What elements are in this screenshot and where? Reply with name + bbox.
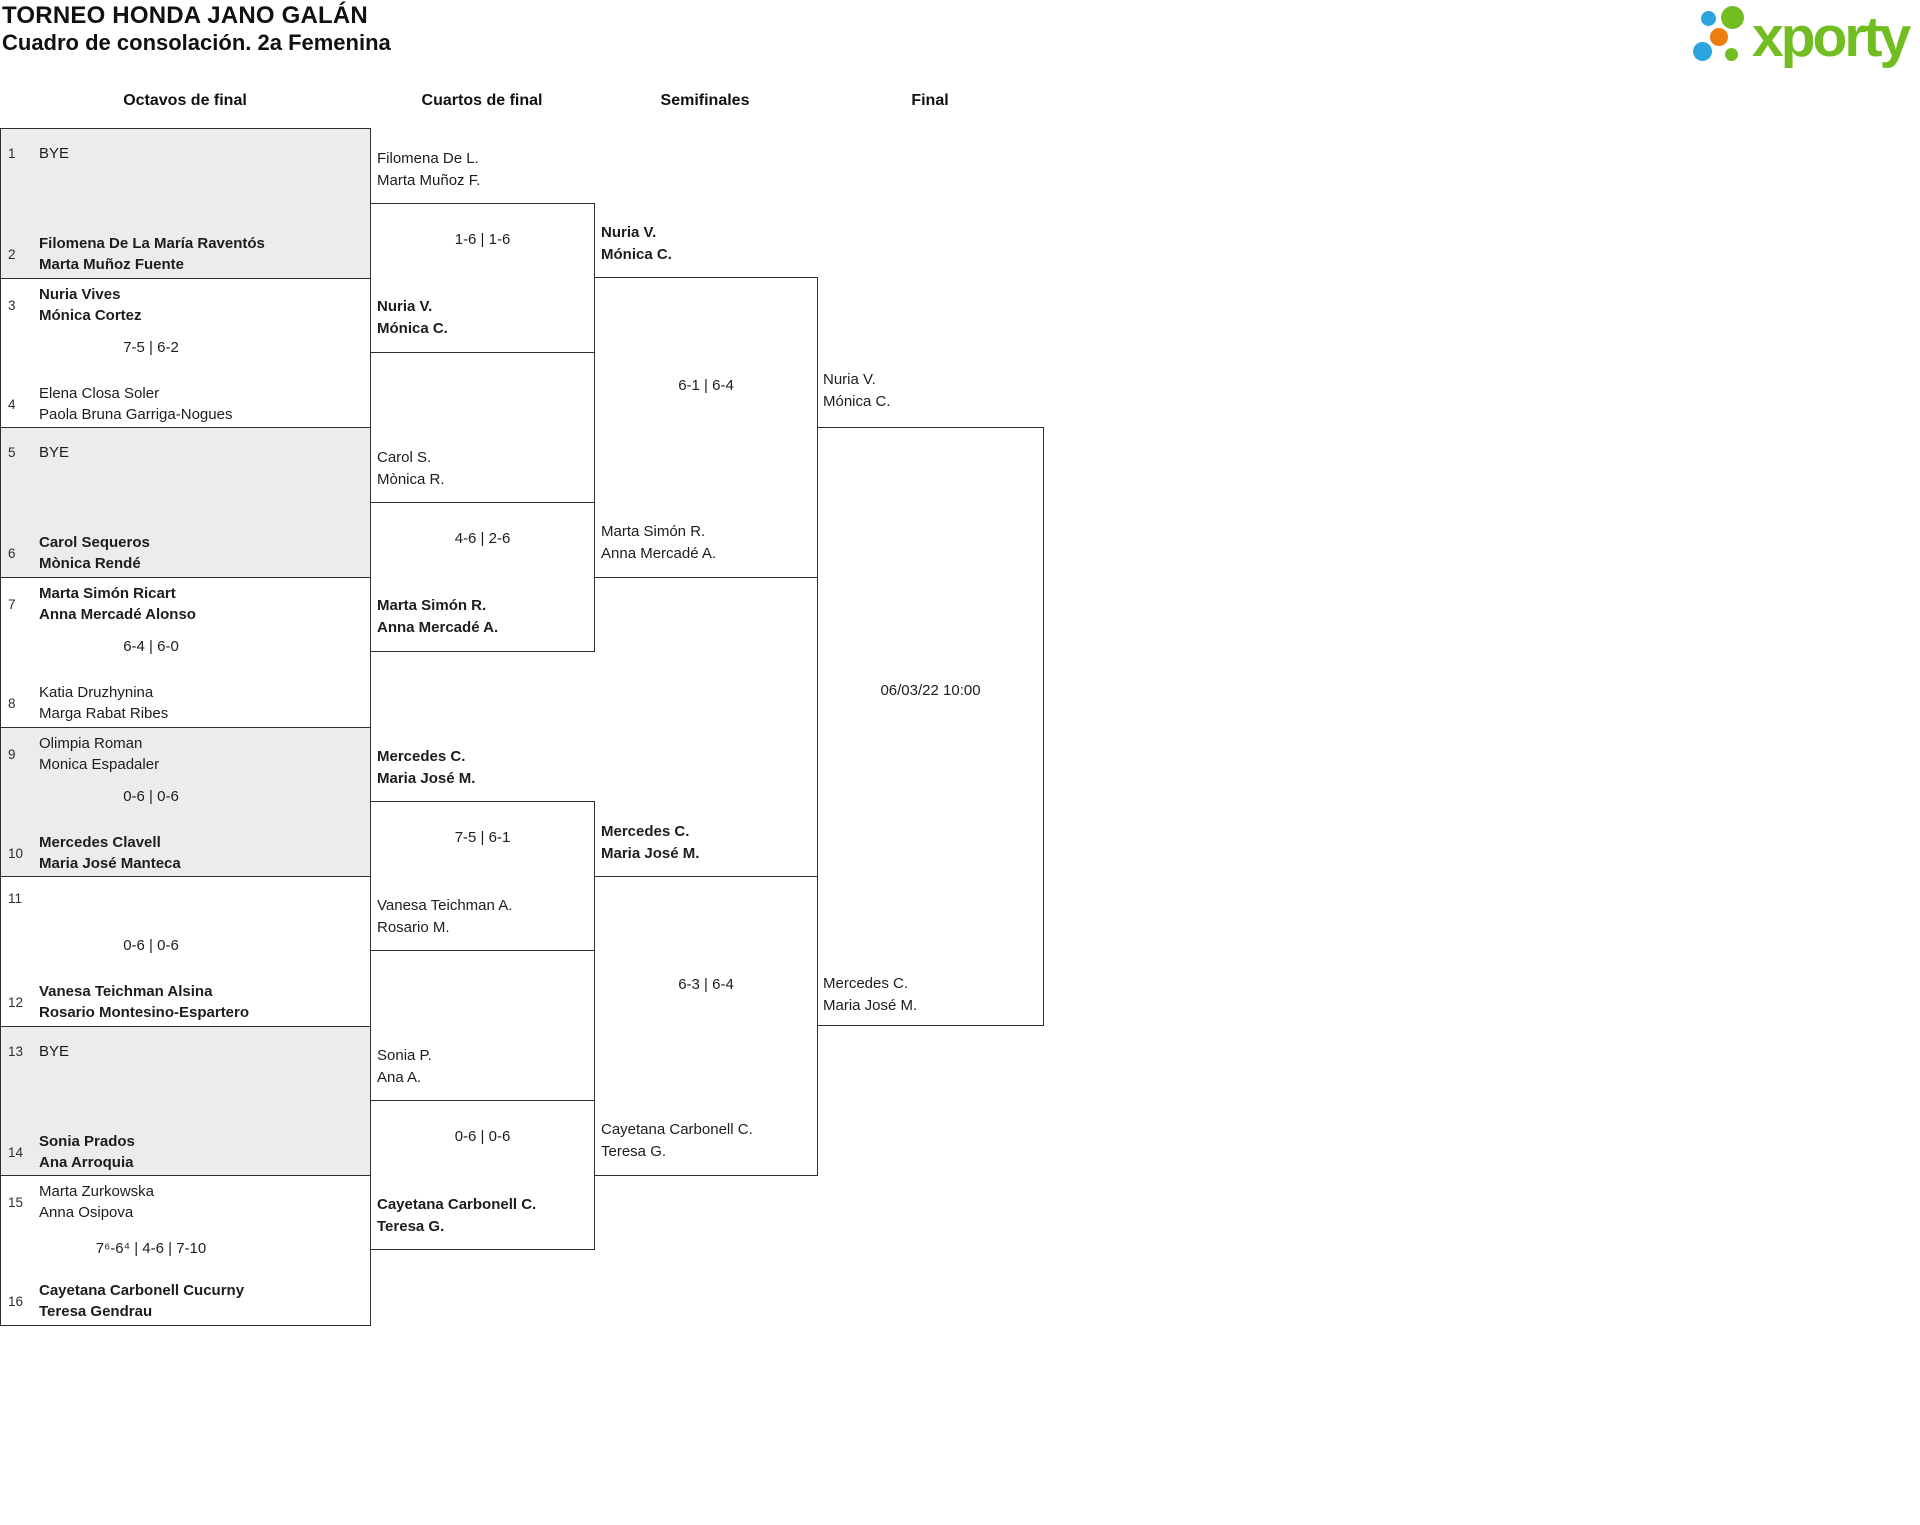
qf3-score: 7-5 | 6-1 [454, 829, 511, 846]
qf3-team-bottom: Vanesa Teichman A.Rosario M. [377, 897, 513, 936]
qf2-score: 4-6 | 2-6 [454, 530, 511, 547]
seed-number: 2 [8, 246, 16, 262]
sf1-team-bottom: Marta Simón R.Anna Mercadé A. [601, 523, 717, 562]
qf4-team-top: Sonia P.Ana A. [377, 1047, 432, 1086]
round-header-final: Final [911, 92, 949, 109]
qf2-team-bottom: Marta Simón R.Anna Mercadé A. [377, 597, 499, 636]
seed-number: 4 [8, 396, 16, 412]
qf1-team-top: Filomena De L.Marta Muñoz F. [377, 150, 481, 189]
sf2-team-bottom: Cayetana Carbonell C.Teresa G. [601, 1121, 753, 1160]
seed-number: 9 [8, 746, 16, 762]
seed-number: 12 [8, 994, 24, 1010]
team-slot: 5 BYE [8, 442, 366, 463]
qf1-score: 1-6 | 1-6 [454, 231, 511, 248]
page-subtitle: Cuadro de consolación. 2a Femenina [2, 30, 391, 55]
qf4-score: 0-6 | 0-6 [454, 1128, 511, 1145]
seed-number: 6 [8, 545, 16, 561]
seed-number: 7 [8, 596, 16, 612]
team-slot: 11 [8, 891, 366, 906]
round-header-cuartos: Cuartos de final [421, 92, 543, 109]
logo-dot-green-small [1725, 48, 1738, 61]
logo-wordmark: xporty [1752, 5, 1911, 69]
sf1-team-top: Nuria V.Mónica C. [601, 224, 672, 263]
xporty-logo[interactable]: xporty [1686, 2, 1918, 69]
sf-match-2[interactable] [594, 876, 818, 1176]
logo-dot-blue-top [1701, 11, 1716, 26]
logo-dot-blue-bottom [1693, 42, 1712, 61]
team-names: BYE [39, 444, 70, 461]
seed-number: 5 [8, 445, 16, 460]
qf3-team-top: Mercedes C.Maria José M. [377, 748, 476, 787]
qf2-team-top: Carol S.Mònica R. [377, 449, 445, 488]
team-names: BYE [39, 145, 70, 162]
seed-number: 15 [8, 1194, 24, 1210]
match-score: 0-6 | 0-6 [123, 788, 179, 805]
team-slot: 13 BYE [8, 1041, 366, 1062]
sf2-score: 6-3 | 6-4 [678, 976, 734, 993]
round-header-semis: Semifinales [660, 92, 750, 109]
logo-dot-green-large [1721, 6, 1744, 29]
final-team-bottom: Mercedes C.Maria José M. [823, 975, 918, 1014]
match-score: 0-6 | 0-6 [123, 937, 179, 954]
match-score: 7-5 | 6-2 [123, 339, 179, 356]
match-score: 6-4 | 6-0 [123, 638, 179, 655]
team-names: BYE [39, 1043, 70, 1060]
team-slot: 1 BYE [8, 143, 366, 164]
final-match[interactable] [817, 427, 1044, 1026]
final-date: 06/03/22 10:00 [880, 682, 981, 699]
qf4-team-bottom: Cayetana Carbonell C.Teresa G. [377, 1196, 537, 1235]
seed-number: 3 [8, 297, 16, 313]
sf2-team-top: Mercedes C.Maria José M. [601, 823, 700, 862]
logo-dot-orange [1710, 28, 1728, 46]
sf1-score: 6-1 | 6-4 [678, 377, 734, 394]
qf1-team-bottom: Nuria V.Mónica C. [377, 298, 448, 337]
seed-number: 14 [8, 1144, 24, 1160]
seed-number: 10 [8, 845, 24, 861]
final-team-top: Nuria V.Mónica C. [823, 371, 891, 410]
seed-number: 1 [8, 146, 16, 161]
match-score: 7⁶-6⁴ | 4-6 | 7-10 [95, 1240, 207, 1257]
seed-number: 11 [8, 891, 23, 906]
page-title: TORNEO HONDA JANO GALÁN [2, 2, 368, 29]
round-header-octavos: Octavos de final [123, 92, 247, 109]
seed-number: 16 [8, 1293, 24, 1309]
seed-number: 8 [8, 695, 16, 711]
seed-number: 13 [8, 1044, 24, 1059]
